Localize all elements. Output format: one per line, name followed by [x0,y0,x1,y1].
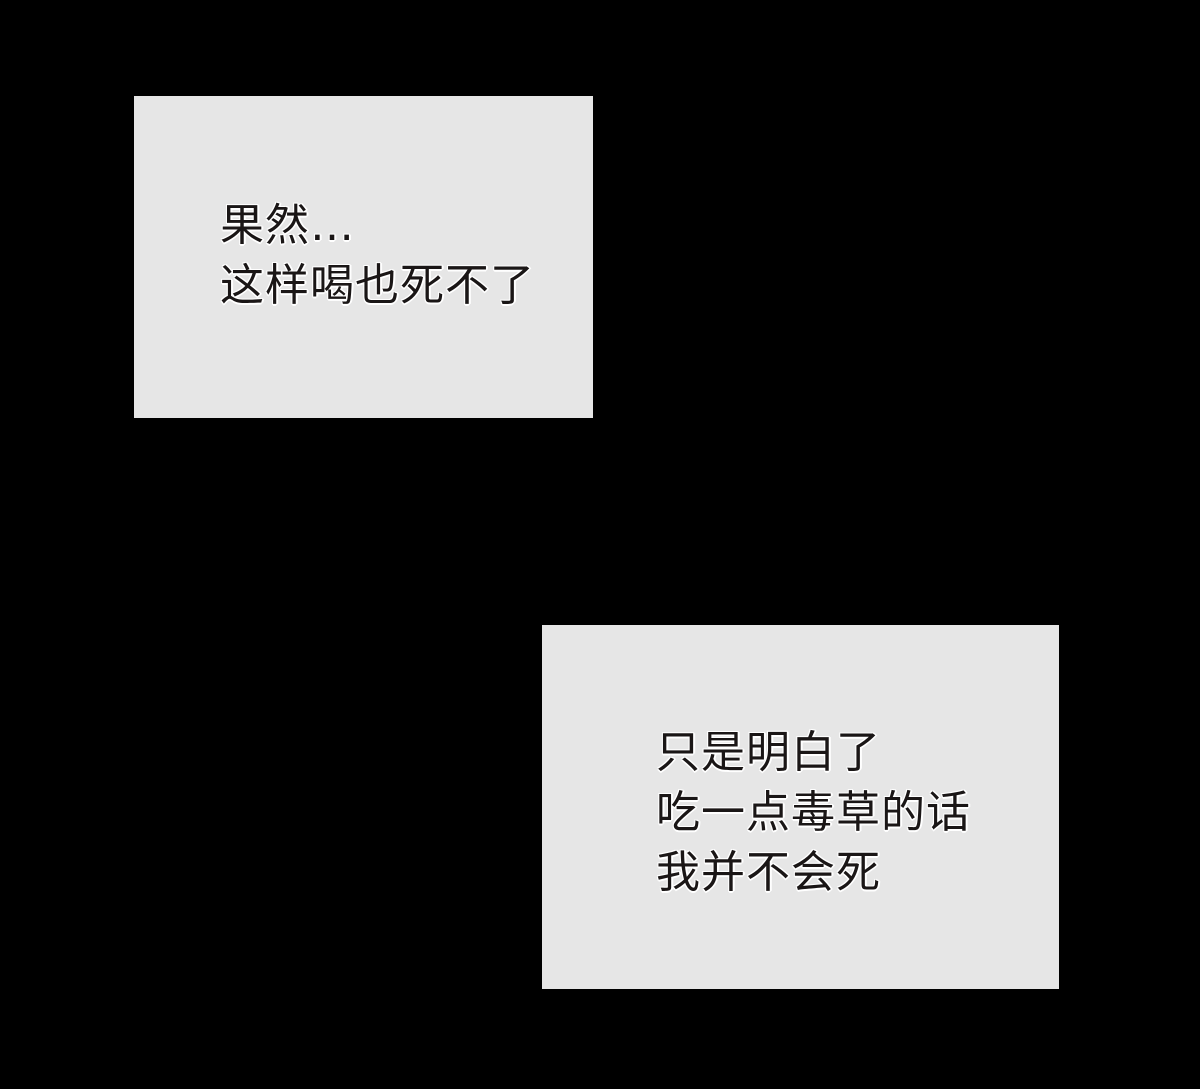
caption-line: 这样喝也死不了 [220,259,535,311]
caption-line: 果然… [220,200,355,251]
caption-line: 吃一点毒草的话 [656,786,971,838]
caption-text: 只是明白了 吃一点毒草的话 我并不会死 [656,723,971,902]
caption-box-top-left: 果然… 这样喝也死不了 [134,96,593,418]
caption-box-bottom-right: 只是明白了 吃一点毒草的话 我并不会死 [542,625,1059,989]
caption-line: 只是明白了 [656,727,881,778]
caption-line: 我并不会死 [656,846,881,898]
caption-text: 果然… 这样喝也死不了 [220,196,535,316]
